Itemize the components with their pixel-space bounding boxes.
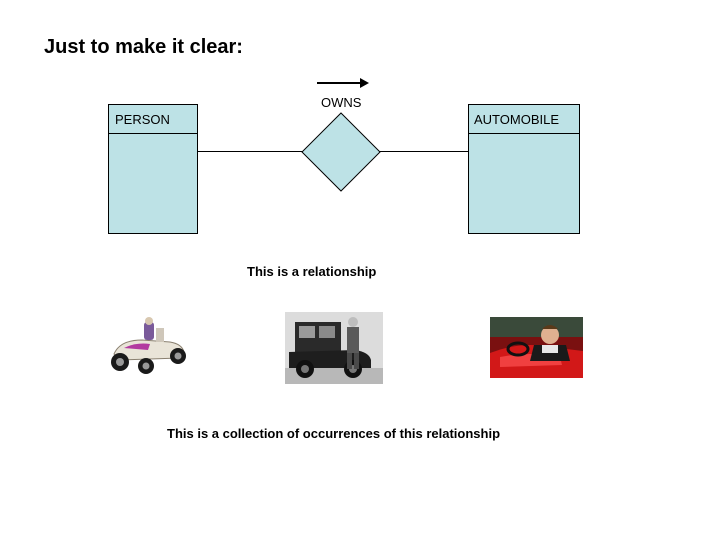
automobile-entity-label: AUTOMOBILE [474, 112, 560, 127]
relationship-label: OWNS [321, 95, 362, 110]
direction-arrow-icon [317, 78, 369, 88]
connector-left [198, 151, 304, 152]
person-entity [108, 104, 198, 234]
sports-car-driver-image [490, 317, 583, 378]
relationship-caption: This is a relationship [247, 264, 377, 279]
go-kart-image [100, 312, 190, 376]
vintage-car-owner-image [285, 312, 383, 384]
automobile-entity [468, 104, 580, 234]
person-entity-divider [109, 133, 197, 134]
relationship-diamond [301, 112, 381, 192]
person-entity-label: PERSON [115, 112, 170, 127]
automobile-entity-divider [469, 133, 579, 134]
slide-title: Just to make it clear: [44, 36, 243, 58]
occurrences-caption: This is a collection of occurrences of t… [167, 426, 501, 441]
connector-right [378, 151, 468, 152]
